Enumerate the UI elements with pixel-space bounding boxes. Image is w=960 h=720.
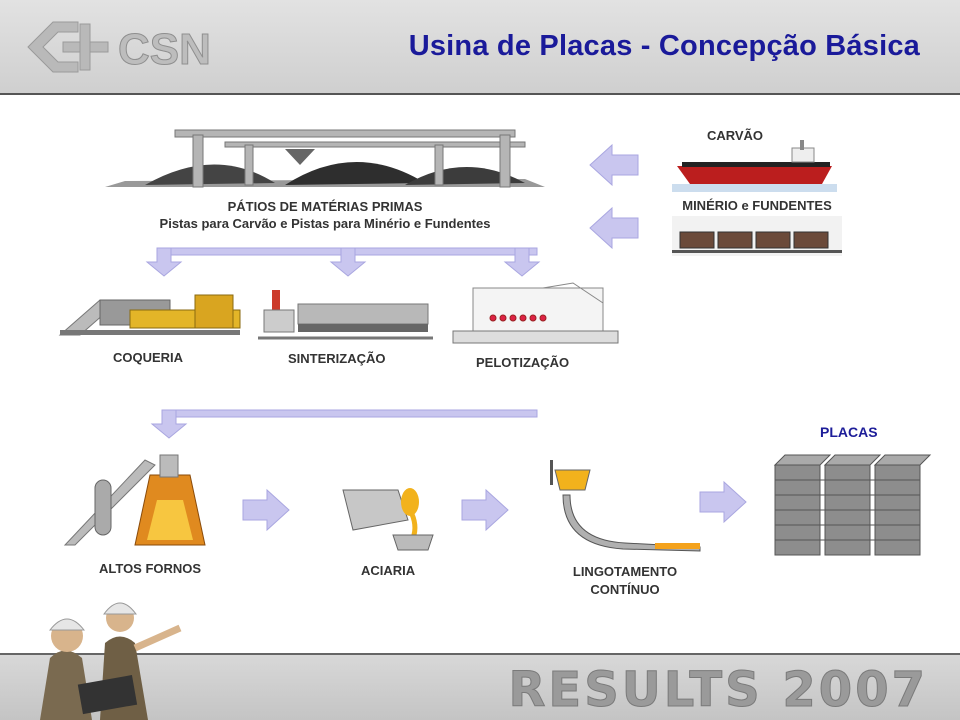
coqueria-label: COQUERIA	[113, 350, 184, 365]
pelotizacao-label: PELOTIZAÇÃO	[476, 355, 570, 370]
lingotamento-illustration	[550, 460, 701, 552]
lingotamento-label-1: LINGOTAMENTO	[572, 564, 678, 579]
header-divider	[0, 93, 960, 95]
coqueria-illustration	[58, 294, 241, 336]
sinterizacao-illustration	[258, 290, 433, 340]
distribution-arrows-row2	[145, 247, 541, 277]
minerio-label: MINÉRIO e FUNDENTES	[682, 198, 832, 213]
page-title: Usina de Placas - Concepção Básica	[408, 30, 920, 62]
altos-fornos-label: ALTOS FORNOS	[99, 561, 202, 576]
arrow-minerio-to-patios	[589, 206, 639, 250]
footer-divider	[0, 653, 960, 655]
footer-brand: RESULTS 2007	[508, 662, 928, 719]
placas-label: PLACAS	[820, 424, 878, 440]
patios-subtitle: Pistas para Carvão e Pistas para Minério…	[159, 216, 491, 231]
altos-fornos-illustration	[63, 454, 206, 546]
carvao-label: CARVÃO	[706, 128, 764, 143]
sinterizacao-label: SINTERIZAÇÃO	[288, 351, 386, 366]
arrow-row2-to-altos-fornos	[150, 409, 538, 439]
footer-bar	[0, 655, 960, 720]
aciaria-illustration	[342, 488, 434, 551]
aciaria-label: ACIARIA	[361, 563, 416, 578]
arrow-aciaria-to-lingotamento	[461, 488, 509, 532]
csn-logo: CSN	[27, 21, 211, 75]
arrow-af-to-aciaria	[242, 488, 290, 532]
arrow-carvao-to-patios	[589, 143, 639, 187]
workers-photo	[40, 602, 182, 720]
patios-title: PÁTIOS DE MATÉRIAS PRIMAS	[227, 199, 423, 214]
train-illustration	[672, 216, 842, 256]
header-bar	[0, 0, 960, 95]
pelotizacao-illustration	[452, 282, 619, 344]
lingotamento-label-2: CONTÍNUO	[590, 582, 660, 597]
placas-illustration	[773, 454, 932, 556]
ship-illustration	[672, 140, 837, 192]
patios-illustration	[105, 129, 545, 188]
logo-text: CSN	[118, 25, 211, 74]
arrow-lingotamento-to-placas	[699, 480, 747, 524]
